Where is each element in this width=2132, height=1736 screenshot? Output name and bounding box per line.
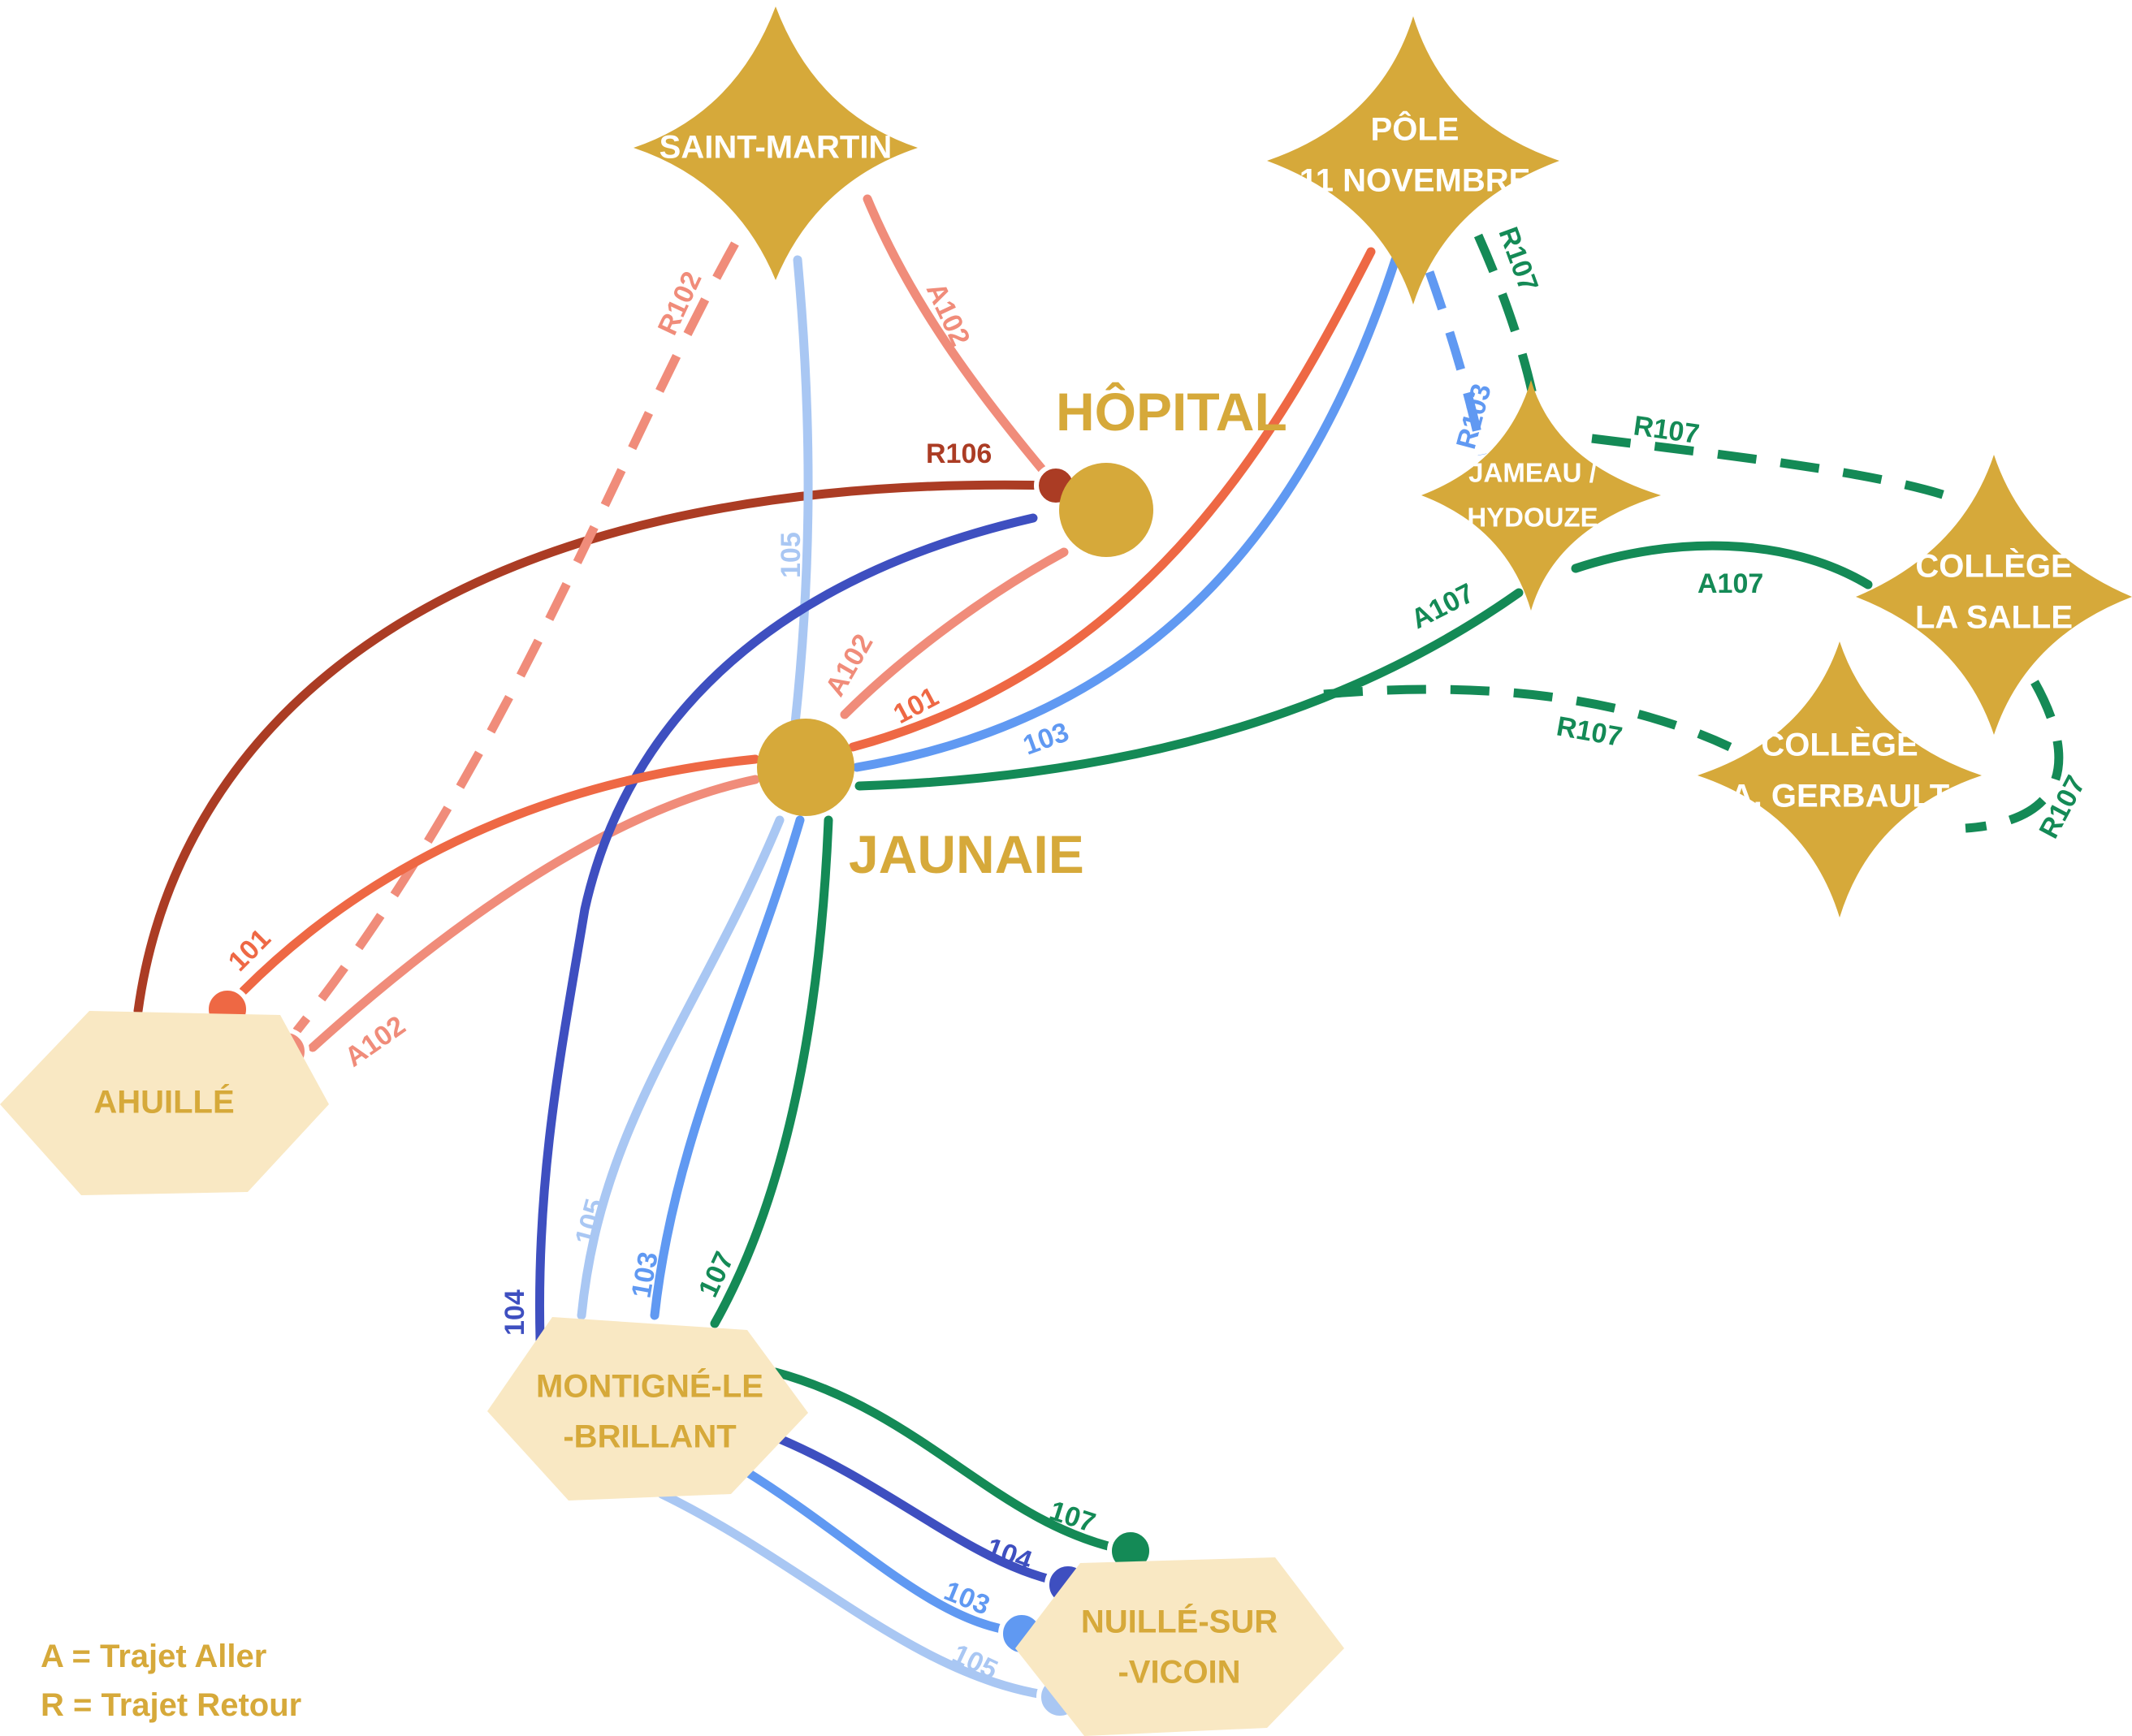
label-a107-right: A107	[1697, 568, 1763, 599]
route-r106	[133, 480, 1061, 1016]
route-105-bottom	[577, 815, 785, 1320]
stop-hopital: HÔPITAL	[1056, 382, 1287, 557]
montigne-hexagon	[487, 1317, 808, 1501]
label-104-montigne: 104	[499, 1289, 530, 1336]
route-104-nuille	[771, 1432, 1073, 1588]
montigne-label-line1: MONTIGNÉ-LE	[536, 1368, 763, 1405]
nuille-label-line2: -VICOIN	[1118, 1655, 1240, 1691]
legend: A = Trajet Aller R = Trajet Retour	[41, 1639, 301, 1723]
legend-aller: A = Trajet Aller	[41, 1639, 266, 1674]
jameau-label-line1: JAMEAU /	[1468, 458, 1597, 488]
pole-diamond	[1267, 16, 1559, 304]
route-101-pole	[848, 247, 1376, 752]
stop-saint-martin: SAINT-MARTIN	[634, 6, 918, 280]
route-a107-left	[854, 588, 1524, 791]
route-labels: R106 A102 R102 105 A102 101 103 A107 A10…	[223, 223, 2091, 1686]
jameau-label-line2: HYDOUZE	[1467, 503, 1598, 533]
label-r103: R103	[1451, 381, 1498, 452]
route-r103	[1425, 270, 1487, 456]
nuille-label-line1: NUILLÉ-SUR	[1081, 1604, 1278, 1640]
route-103-bottom	[650, 815, 805, 1320]
ahuille-label: AHUILLÉ	[93, 1084, 234, 1121]
route-r107-right	[1965, 680, 2064, 833]
gerbault-label-line2: A. GERBAULT	[1730, 779, 1949, 814]
route-a107-right	[1571, 541, 1873, 589]
route-a102-hopital-jaunaie	[840, 547, 1069, 719]
saint-martin-label: SAINT-MARTIN	[659, 130, 893, 166]
ahuille-hexagon	[0, 1011, 329, 1195]
jaunaie-circle	[757, 719, 854, 816]
stop-college-a-gerbault: COLLÈGE A. GERBAULT	[1697, 641, 1982, 918]
label-105-top: 105	[776, 532, 807, 578]
hopital-circle	[1059, 463, 1153, 557]
jameau-diamond	[1421, 380, 1661, 611]
label-103-jaunaie: 103	[1019, 716, 1073, 761]
stop-jaunaie: JAUNAIE	[757, 719, 1084, 884]
label-107-nuille: 107	[1046, 1495, 1100, 1539]
label-r107-pole: R107	[1492, 223, 1544, 296]
stop-ahuille: AHUILLÉ	[0, 1011, 329, 1195]
saint-martin-diamond	[634, 6, 918, 280]
stop-nuille-sur-vicoin: NUILLÉ-SUR -VICOIN	[1015, 1557, 1344, 1736]
route-lines	[133, 194, 2064, 1702]
nuille-hexagon	[1015, 1557, 1344, 1736]
label-103-nuille: 103	[940, 1575, 994, 1621]
stop-montigne-le-brillant: MONTIGNÉ-LE -BRILLANT	[487, 1317, 808, 1501]
route-a102-top	[863, 194, 1061, 490]
route-103-nuille	[738, 1465, 1027, 1637]
stop-pole-11-novembre: PÔLE 11 NOVEMBRE	[1267, 16, 1559, 304]
label-r107-mid: R107	[1555, 710, 1625, 753]
pole-label-line1: PÔLE	[1371, 110, 1460, 148]
gerbault-label-line1: COLLÈGE	[1761, 727, 1918, 763]
hopital-label: HÔPITAL	[1056, 382, 1287, 442]
legend-retour: R = Trajet Retour	[41, 1687, 301, 1723]
route-105-nuille	[657, 1489, 1065, 1702]
route-103-pole	[852, 255, 1400, 772]
route-101-ahuille	[239, 754, 760, 995]
stop-jameau-hydouze: JAMEAU / HYDOUZE	[1421, 380, 1661, 611]
montigne-label-line2: -BRILLANT	[563, 1419, 736, 1455]
jaunaie-label: JAUNAIE	[849, 824, 1084, 884]
la-salle-label-line2: LA SALLE	[1915, 600, 2073, 636]
route-104-top	[534, 513, 1038, 1345]
route-r102	[292, 241, 739, 1034]
stop-college-la-salle: COLLÈGE LA SALLE	[1856, 455, 2132, 735]
route-a102-ahuille	[308, 775, 760, 1052]
gerbault-diamond	[1697, 641, 1982, 918]
la-salle-label-line1: COLLÈGE	[1915, 548, 2072, 585]
la-salle-diamond	[1856, 455, 2132, 735]
label-r107-jameau: R107	[1632, 410, 1702, 450]
route-r107-top	[1591, 434, 1947, 500]
route-r107-mid	[1323, 684, 1732, 751]
route-105-top	[789, 255, 813, 736]
label-105-montigne: 105	[569, 1195, 611, 1248]
route-107-bottom	[710, 815, 833, 1328]
label-r106: R106	[926, 438, 992, 469]
route-107-nuille	[771, 1367, 1134, 1556]
pole-label-line2: 11 NOVEMBRE	[1300, 163, 1531, 199]
